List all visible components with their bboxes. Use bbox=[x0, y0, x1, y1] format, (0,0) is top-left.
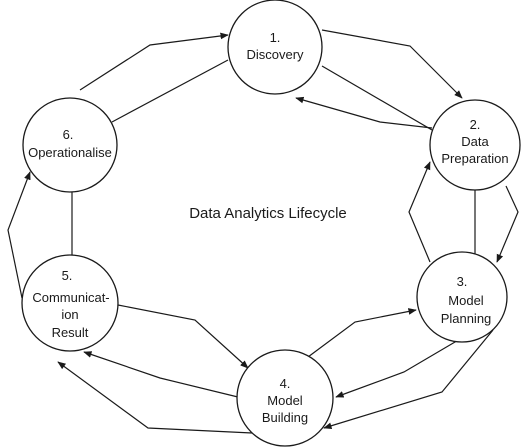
node-operationalise-line-2: Operationalise bbox=[28, 145, 112, 160]
arrow-model-planning-to-model-building-upper bbox=[335, 331, 473, 398]
node-model-planning-line-2: Model bbox=[448, 293, 484, 308]
node-model-planning: 3. Model Planning bbox=[416, 251, 508, 343]
node-communication-line-3: ion bbox=[61, 307, 78, 322]
line-discovery-to-data-preparation bbox=[321, 65, 433, 131]
arrow-communication-to-model-building bbox=[117, 304, 249, 369]
arrow-data-preparation-to-discovery bbox=[295, 96, 433, 129]
arrow-model-planning-to-model-building-outer bbox=[323, 329, 494, 430]
node-communication-result: 5. Communicat- ion Result bbox=[21, 254, 119, 352]
diagram-title: Data Analytics Lifecycle bbox=[189, 205, 347, 222]
node-model-building-line-3: Building bbox=[262, 410, 308, 425]
arrow-communication-to-operationalise bbox=[7, 171, 31, 299]
node-data-preparation-line-2: Data bbox=[461, 134, 489, 149]
arrow-model-building-to-model-planning bbox=[307, 308, 417, 358]
node-model-building: 4. Model Building bbox=[236, 349, 334, 447]
node-model-planning-line-3: Planning bbox=[441, 311, 492, 326]
node-data-preparation-line-3: Preparation bbox=[441, 151, 508, 166]
node-model-building-line-2: Model bbox=[267, 393, 303, 408]
arrow-model-building-to-communication-inner bbox=[83, 351, 243, 399]
node-communication-line-1: 5. bbox=[62, 268, 73, 283]
arrow-model-planning-to-data-preparation bbox=[408, 161, 431, 263]
node-communication-line-2: Communicat- bbox=[32, 290, 109, 305]
node-data-preparation-line-1: 2. bbox=[470, 117, 481, 132]
node-communication-line-4: Result bbox=[52, 325, 89, 340]
arrow-data-preparation-to-model-planning bbox=[496, 185, 519, 263]
arrow-model-building-to-communication-outer bbox=[57, 361, 253, 434]
node-model-building-line-1: 4. bbox=[280, 376, 291, 391]
node-data-preparation: 2. Data Preparation bbox=[429, 99, 521, 191]
arrow-operationalise-to-discovery bbox=[79, 32, 229, 91]
node-discovery-line-2: Discovery bbox=[246, 47, 304, 62]
node-operationalise: 6. Operationalise bbox=[22, 97, 118, 193]
connectors bbox=[7, 29, 519, 434]
line-discovery-to-operationalise bbox=[111, 59, 229, 123]
node-model-planning-line-1: 3. bbox=[457, 274, 468, 289]
arrow-discovery-to-data-preparation bbox=[321, 29, 463, 99]
node-discovery: 1. Discovery bbox=[227, 0, 323, 95]
node-operationalise-line-1: 6. bbox=[63, 127, 74, 142]
node-discovery-line-1: 1. bbox=[270, 30, 281, 45]
